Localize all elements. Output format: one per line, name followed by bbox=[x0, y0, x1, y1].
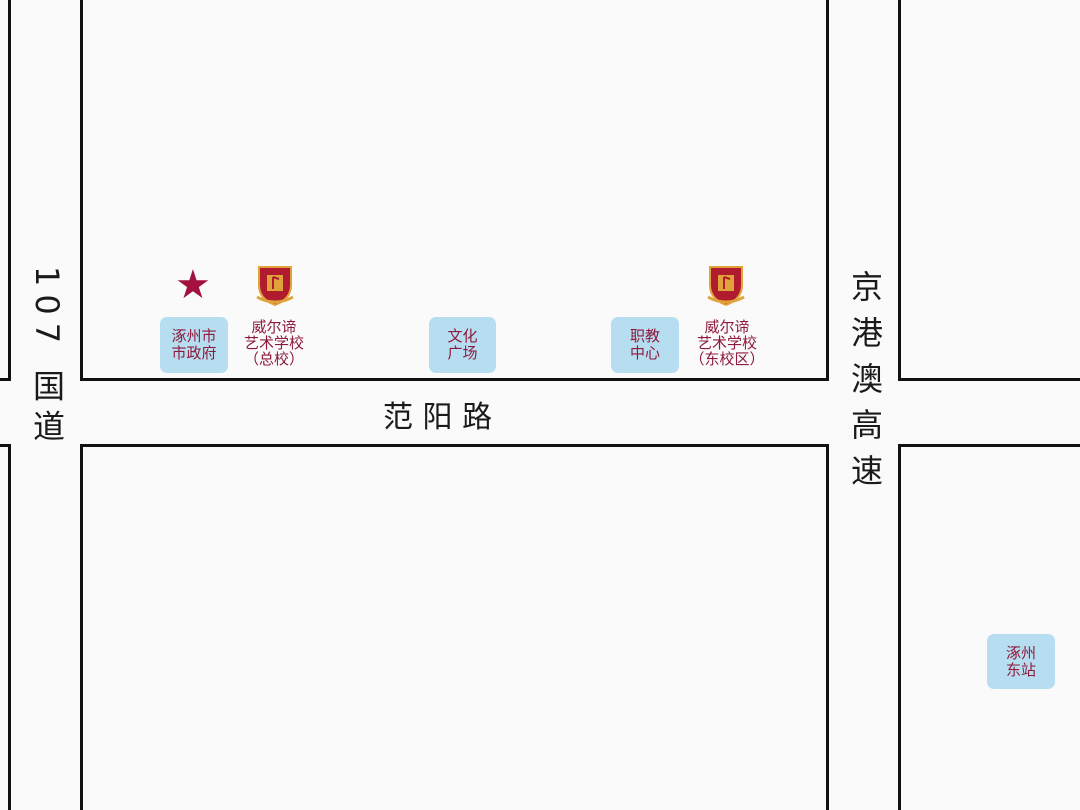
poi-school-main[interactable]: 威尔谛 艺术学校 （总校） bbox=[243, 318, 304, 368]
block-right-top bbox=[898, 0, 1080, 381]
fanyang-road-label: 范 阳 路 bbox=[383, 400, 493, 435]
poi-vocational-center[interactable]: 职教 中心 bbox=[611, 317, 679, 373]
block-far-left-bottom bbox=[0, 444, 11, 810]
poi-culture-square[interactable]: 文化 广场 bbox=[429, 317, 496, 373]
poi-east-station[interactable]: 涿州 东站 bbox=[987, 634, 1055, 689]
block-far-left-top bbox=[0, 0, 11, 381]
highway-107-label: 107 国道 bbox=[28, 266, 66, 450]
jinggangao-expressway-label: 京港澳高速 bbox=[846, 270, 884, 500]
school-crest-icon bbox=[256, 266, 294, 307]
block-right-bottom bbox=[898, 444, 1080, 810]
poi-government[interactable]: 涿州市 市政府 bbox=[160, 317, 228, 373]
school-crest-icon bbox=[707, 266, 745, 307]
star-icon: ★ bbox=[175, 262, 211, 308]
block-center-bottom bbox=[80, 444, 829, 810]
poi-school-east[interactable]: 威尔谛 艺术学校 （东校区） bbox=[689, 318, 765, 368]
